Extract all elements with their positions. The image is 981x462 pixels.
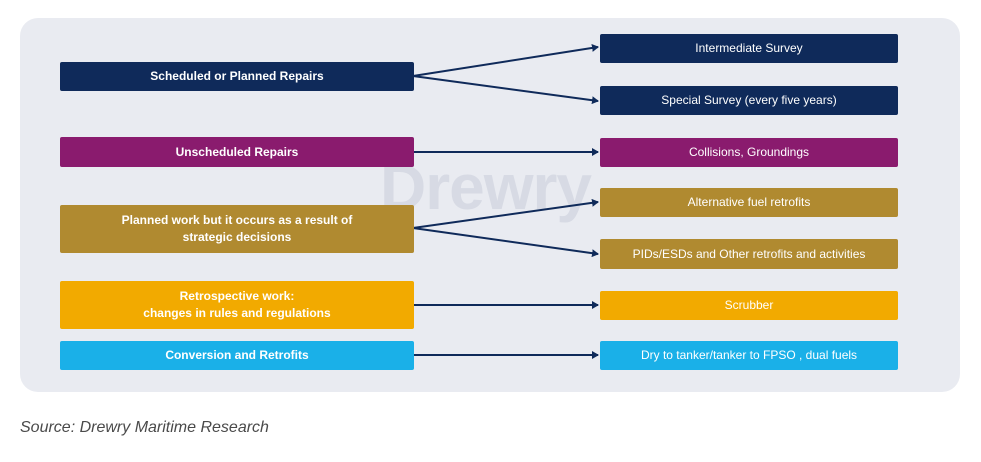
outcome-scrubber-label: Scrubber [724, 298, 774, 312]
category-scheduled-repairs: Scheduled or Planned Repairs [60, 62, 414, 91]
category-unscheduled-repairs: Unscheduled Repairs [60, 137, 414, 167]
outcome-alternative-fuel: Alternative fuel retrofits [600, 188, 898, 217]
category-planned-strategic-line2: strategic decisions [182, 230, 292, 244]
category-unscheduled-label: Unscheduled Repairs [175, 144, 299, 159]
category-scheduled-label: Scheduled or Planned Repairs [150, 69, 324, 83]
arrow-scheduled-to-special [412, 75, 599, 105]
outcome-scrubber: Scrubber [600, 291, 898, 320]
drewry-watermark: Drewry [380, 151, 592, 223]
category-planned-strategic-line1: Planned work but it occurs as a result o… [121, 213, 353, 227]
category-planned-strategic: Planned work but it occurs as a result o… [60, 205, 414, 253]
category-conversion-label: Conversion and Retrofits [165, 348, 309, 362]
outcome-collisions-label: Collisions, Groundings [688, 145, 810, 159]
source-caption: Source: Drewry Maritime Research [20, 419, 269, 436]
category-retrospective-work: Retrospective work: changes in rules and… [60, 281, 414, 329]
outcome-pids-esds: PIDs/ESDs and Other retrofits and activi… [600, 239, 898, 269]
category-retrospective-label: Retrospective work: changes in rules and… [143, 288, 330, 322]
outcome-collisions: Collisions, Groundings [600, 138, 898, 167]
category-conversion-retrofits: Conversion and Retrofits [60, 341, 414, 370]
outcome-special-survey: Special Survey (every five years) [600, 86, 898, 115]
category-retrospective-line1: Retrospective work: [179, 289, 295, 303]
outcome-alternative-fuel-label: Alternative fuel retrofits [687, 195, 811, 209]
category-planned-strategic-label: Planned work but it occurs as a result o… [122, 212, 353, 246]
category-retrospective-line2: changes in rules and regulations [143, 306, 331, 320]
outcome-pids-esds-label: PIDs/ESDs and Other retrofits and activi… [632, 246, 866, 261]
outcome-intermediate-survey: Intermediate Survey [600, 34, 898, 63]
arrow-scheduled-to-intermediate [412, 43, 599, 77]
outcome-intermediate-survey-label: Intermediate Survey [695, 41, 803, 55]
outcome-special-survey-label: Special Survey (every five years) [661, 93, 837, 107]
outcome-dry-tanker: Dry to tanker/tanker to FPSO , dual fuel… [600, 341, 898, 370]
arrow-strategic-to-pids [412, 227, 599, 258]
outcome-dry-tanker-label: Dry to tanker/tanker to FPSO , dual fuel… [640, 348, 858, 362]
arrow-strategic-to-altfuel [412, 198, 599, 229]
